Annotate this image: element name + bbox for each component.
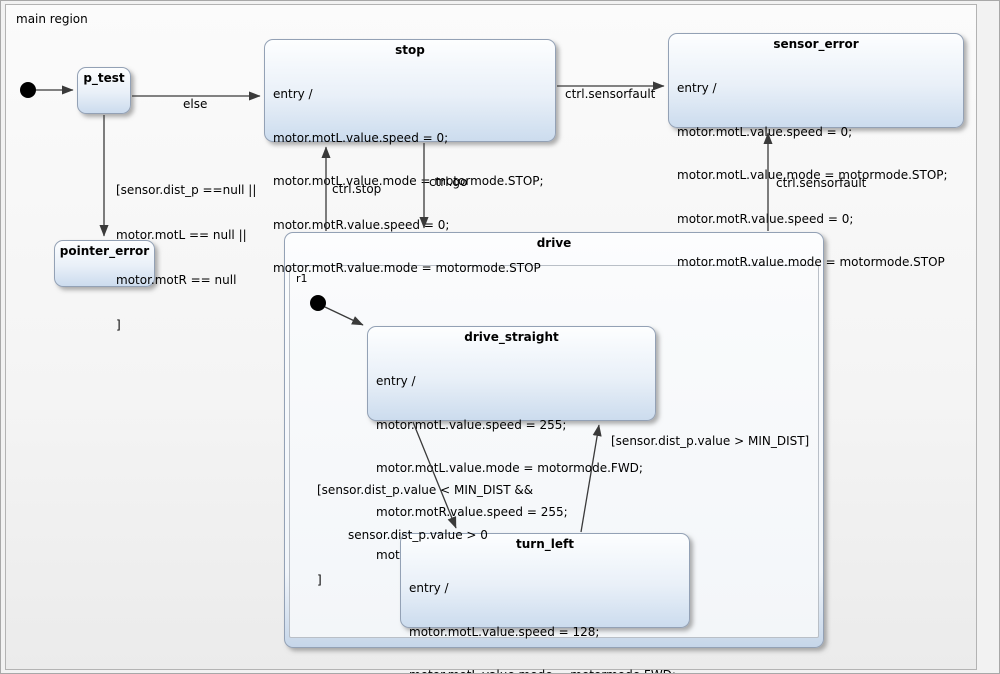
state-drive-straight-title: drive_straight — [464, 330, 559, 344]
state-stop-actions: entry / motor.motL.value.speed = 0; moto… — [273, 87, 544, 275]
state-pointer-error[interactable]: pointer_error — [54, 240, 155, 287]
state-drive-straight[interactable]: drive_straight entry / motor.motL.value.… — [367, 326, 656, 562]
state-stop[interactable]: stop entry / motor.motL.value.speed = 0;… — [264, 39, 556, 275]
state-turn-left-actions: entry / motor.motL.value.speed = 128; mo… — [409, 581, 676, 673]
state-stop-title: stop — [395, 43, 425, 57]
label-sensorfault-stop[interactable]: ctrl.sensorfault — [565, 87, 656, 101]
label-turn-left-guard[interactable]: [sensor.dist_p.value < MIN_DIST && senso… — [317, 483, 534, 587]
state-p-test[interactable]: p_test — [77, 67, 131, 114]
label-ctrl-go[interactable]: ctrl.go — [429, 175, 468, 189]
label-drive-straight-guard[interactable]: [sensor.dist_p.value > MIN_DIST] — [611, 434, 810, 448]
state-drive-title: drive — [536, 236, 572, 250]
state-pointer-error-title: pointer_error — [59, 244, 150, 258]
state-sensor-error-title: sensor_error — [773, 37, 859, 51]
state-sensor-error-actions: entry / motor.motL.value.speed = 0; moto… — [677, 81, 948, 269]
label-ctrl-stop[interactable]: ctrl.stop — [332, 182, 382, 196]
state-turn-left[interactable]: turn_left entry / motor.motL.value.speed… — [400, 533, 690, 673]
state-sensor-error[interactable]: sensor_error entry / motor.motL.value.sp… — [668, 33, 964, 269]
label-else[interactable]: else — [183, 97, 208, 111]
label-sensorfault-drive[interactable]: ctrl.sensorfault — [776, 176, 867, 190]
label-pointer-error-guard[interactable]: [sensor.dist_p ==null || motor.motL == n… — [116, 183, 257, 332]
state-p-test-title: p_test — [83, 71, 125, 85]
state-turn-left-title: turn_left — [516, 537, 574, 551]
main-region-label: main region — [16, 12, 88, 26]
region-r1-label: r1 — [296, 272, 308, 285]
